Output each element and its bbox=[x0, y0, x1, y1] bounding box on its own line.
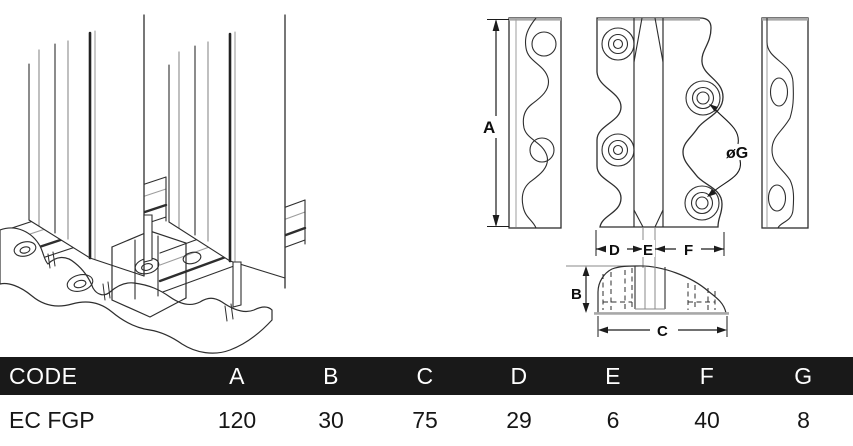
dim-label-e: E bbox=[643, 242, 653, 259]
technical-drawing: A øG bbox=[0, 14, 809, 354]
cross-section-view bbox=[566, 265, 729, 315]
product-code: EC FGP bbox=[9, 406, 95, 433]
spec-table: CODE A B C D E F G EC FGP 120 30 75 29 6… bbox=[0, 357, 853, 445]
dim-label-a: A bbox=[483, 118, 495, 137]
plan-view: øG bbox=[596, 17, 748, 228]
side-view-left bbox=[508, 17, 562, 229]
floor-guide bbox=[0, 227, 273, 354]
dim-label-g: øG bbox=[726, 145, 748, 162]
value-g: 8 bbox=[797, 406, 810, 433]
value-a: 120 bbox=[217, 406, 257, 433]
column-header-g: G bbox=[794, 362, 813, 389]
isometric-view bbox=[0, 14, 307, 354]
column-header-e: E bbox=[605, 362, 621, 389]
column-header-f: F bbox=[699, 362, 715, 389]
value-e: 6 bbox=[606, 406, 620, 433]
dim-label-f: F bbox=[684, 242, 693, 259]
door-profile-right bbox=[168, 14, 286, 289]
value-c: 75 bbox=[412, 406, 438, 433]
dimension-A: A bbox=[479, 19, 509, 227]
spec-table-header: CODE A B C D E F G bbox=[0, 357, 853, 395]
dim-label-c: C bbox=[657, 323, 668, 340]
column-header-code: CODE bbox=[9, 362, 78, 389]
column-header-d: D bbox=[510, 362, 528, 389]
dimension-DEF: D E F bbox=[595, 228, 725, 268]
door-profile-left bbox=[28, 14, 145, 277]
dimension-G-leaders: øG bbox=[707, 104, 748, 197]
profile-feet bbox=[143, 214, 242, 308]
hidden-hole-lines bbox=[602, 268, 716, 310]
dimension-B: B bbox=[570, 266, 590, 313]
value-d: 29 bbox=[506, 406, 532, 433]
column-header-a: A bbox=[229, 362, 245, 389]
column-header-c: C bbox=[416, 362, 434, 389]
dimension-C: C bbox=[597, 316, 728, 340]
side-view-right bbox=[761, 17, 809, 229]
counterbored-holes bbox=[601, 27, 721, 221]
column-header-b: B bbox=[323, 362, 339, 389]
table-row: EC FGP 120 30 75 29 6 40 8 bbox=[0, 395, 853, 445]
value-f: 40 bbox=[694, 406, 720, 433]
value-b: 30 bbox=[318, 406, 344, 433]
dim-label-b: B bbox=[571, 286, 582, 303]
dim-label-d: D bbox=[609, 242, 620, 259]
